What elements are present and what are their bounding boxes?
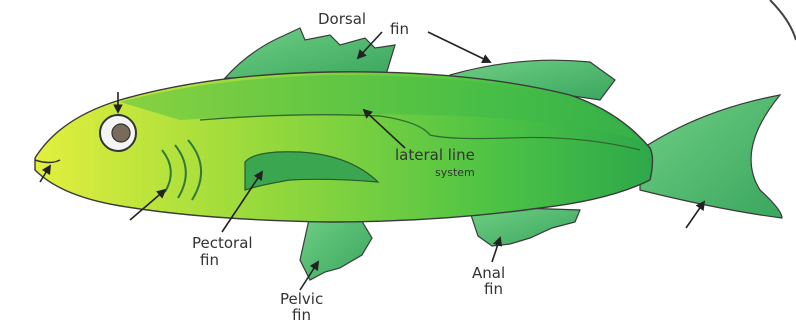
label-dorsal-fin: fin [390, 20, 409, 38]
label-pectoral: Pectoral [192, 234, 253, 252]
label-dorsal: Dorsal [318, 10, 366, 28]
label-lateral-sub: system [435, 166, 475, 179]
tail-fin [640, 95, 782, 218]
dorsal-fin-front [225, 28, 395, 78]
label-lateral: lateral line [395, 146, 475, 164]
arrow-tail [686, 202, 704, 228]
page-edge-curve [770, 0, 796, 40]
label-pelvic-fin: fin [292, 306, 311, 322]
eye-pupil [112, 124, 130, 142]
pelvic-fin [300, 215, 372, 280]
label-pectoral-fin: fin [200, 251, 219, 269]
label-anal-fin: fin [484, 280, 503, 298]
arrow-dorsal-rear [428, 32, 490, 62]
